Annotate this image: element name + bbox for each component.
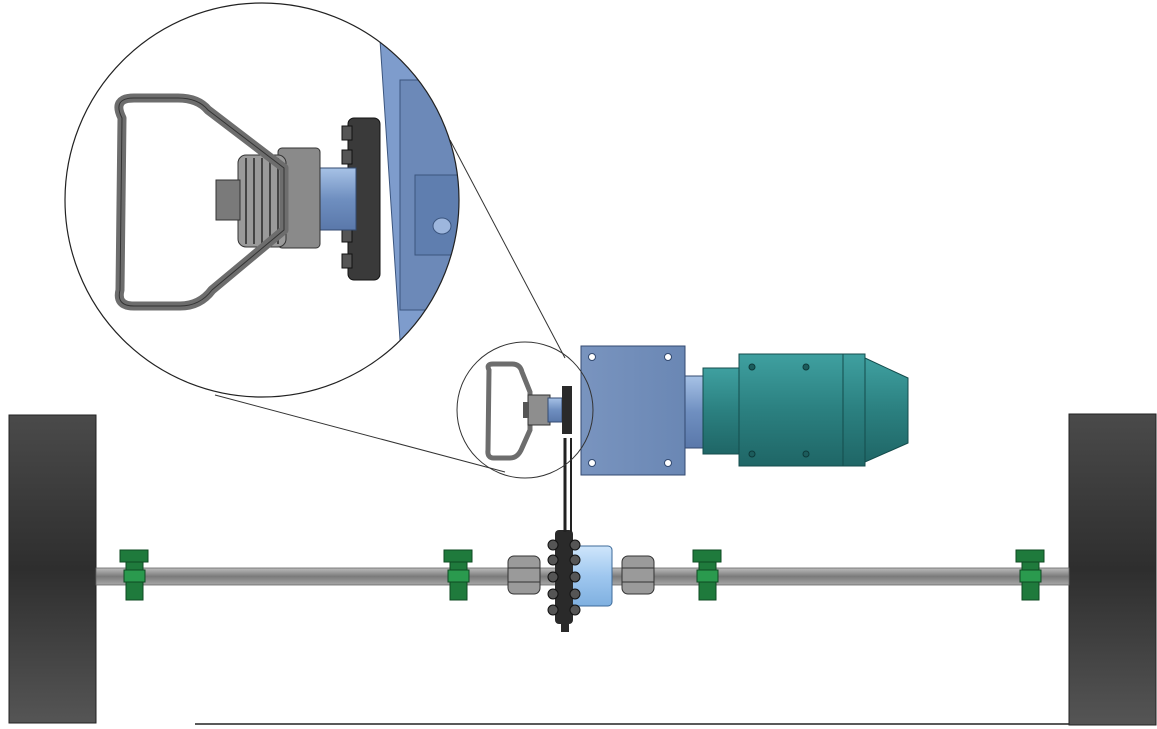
bearing-blocks: [119, 549, 1045, 601]
bearing-block: [119, 549, 149, 601]
bearing-block: [1015, 549, 1045, 601]
left-wheel: [8, 414, 97, 724]
crank-handle: [456, 341, 594, 479]
right-wheel: [1068, 413, 1157, 726]
motor-mount-plate: [580, 345, 686, 476]
gear-motor: [580, 345, 909, 476]
axle-nuts: [507, 555, 655, 595]
detail-callout-lines: [214, 139, 566, 473]
detail-callout: [64, 2, 460, 398]
drive-sprocket: [547, 530, 581, 632]
chain: [563, 438, 572, 532]
bearing-block: [443, 549, 473, 601]
bearing-block: [692, 549, 722, 601]
